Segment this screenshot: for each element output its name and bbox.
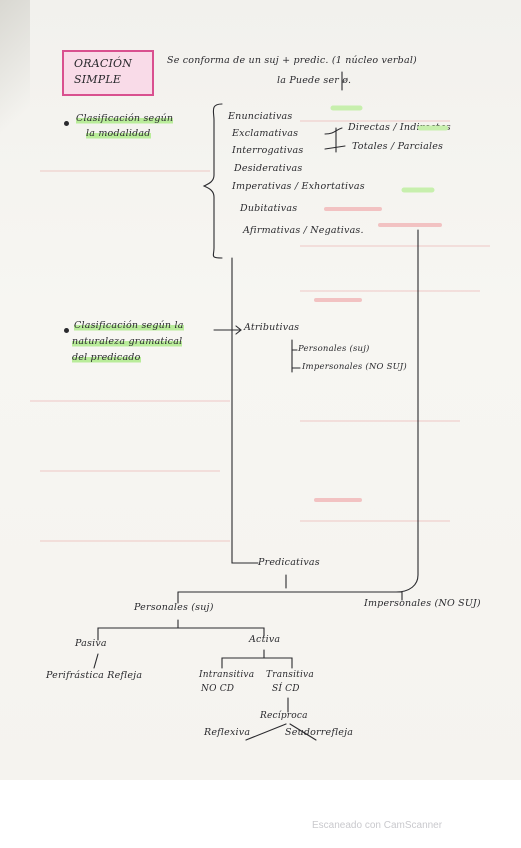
atrib-type: Personales (suj) [298,344,370,354]
modalidad-item: Afirmativas / Negativas. [243,225,364,236]
tree-perifrastica: Perifrástica Refleja [46,670,143,681]
modalidad-item: Interrogativas [232,145,304,156]
modalidad-item: Desiderativas [234,163,303,174]
definition-line-2: la Puede ser ø. [277,75,352,86]
bleed-through [30,400,230,402]
tree-intransitiva-2: NO CD [201,684,235,694]
tree-intransitiva-1: Intransitiva [199,670,255,680]
interrog-type: Totales / Parciales [352,141,444,152]
tree-transitiva-1: Transitiva [266,670,314,680]
title-line-1: ORACIÓN [74,57,133,70]
atributivas-label: Atributivas [244,322,300,333]
bullet [64,121,69,126]
bleed-through [300,520,450,522]
tree-pasiva: Pasiva [75,638,107,649]
naturaleza-heading-3: del predicado [72,352,141,363]
interrog-type: Directas / Indirectas [348,122,451,133]
notebook-page: ORACIÓN SIMPLE Se conforma de un suj + p… [0,0,521,780]
naturaleza-heading-2: naturaleza gramatical [72,336,183,347]
page-shadow [0,0,30,140]
modalidad-heading-2: la modalidad [86,128,151,139]
bleed-through [40,170,210,172]
bleed-through [40,470,220,472]
modalidad-item: Imperativas / Exhortativas [232,181,365,192]
modalidad-item: Dubitativas [240,203,298,214]
modalidad-item: Enunciativas [228,111,293,122]
bleed-through [40,540,230,542]
tree-personales: Personales (suj) [134,602,214,613]
scanner-watermark: Escaneado con CamScanner [312,820,443,831]
bleed-through [300,120,450,122]
curly-brace [202,103,223,259]
tree-activa: Activa [249,634,281,645]
predicativas-label: Predicativas [258,557,320,568]
bullet [64,328,69,333]
diagram-lines [93,71,449,741]
naturaleza-heading-1: Clasificación según la [74,320,184,331]
bleed-through [300,290,480,292]
modalidad-heading-1: Clasificación según [76,113,174,124]
atrib-type: Impersonales (NO SUJ) [302,362,407,372]
tree-impersonales: Impersonales (NO SUJ) [364,598,481,609]
title-line-2: SIMPLE [74,73,122,86]
title-box: ORACIÓN SIMPLE [62,50,154,96]
tree-seudorrefleja: Seudorrefleja [285,727,354,738]
bleed-through [300,420,460,422]
bleed-through [300,245,490,247]
modalidad-item: Exclamativas [232,128,299,139]
tree-reciproca: Recíproca [260,711,308,721]
tree-transitiva-2: SÍ CD [272,684,300,694]
tree-reflexiva: Reflexiva [204,727,251,738]
definition-line-1: Se conforma de un suj + predic. (1 núcle… [167,55,417,66]
